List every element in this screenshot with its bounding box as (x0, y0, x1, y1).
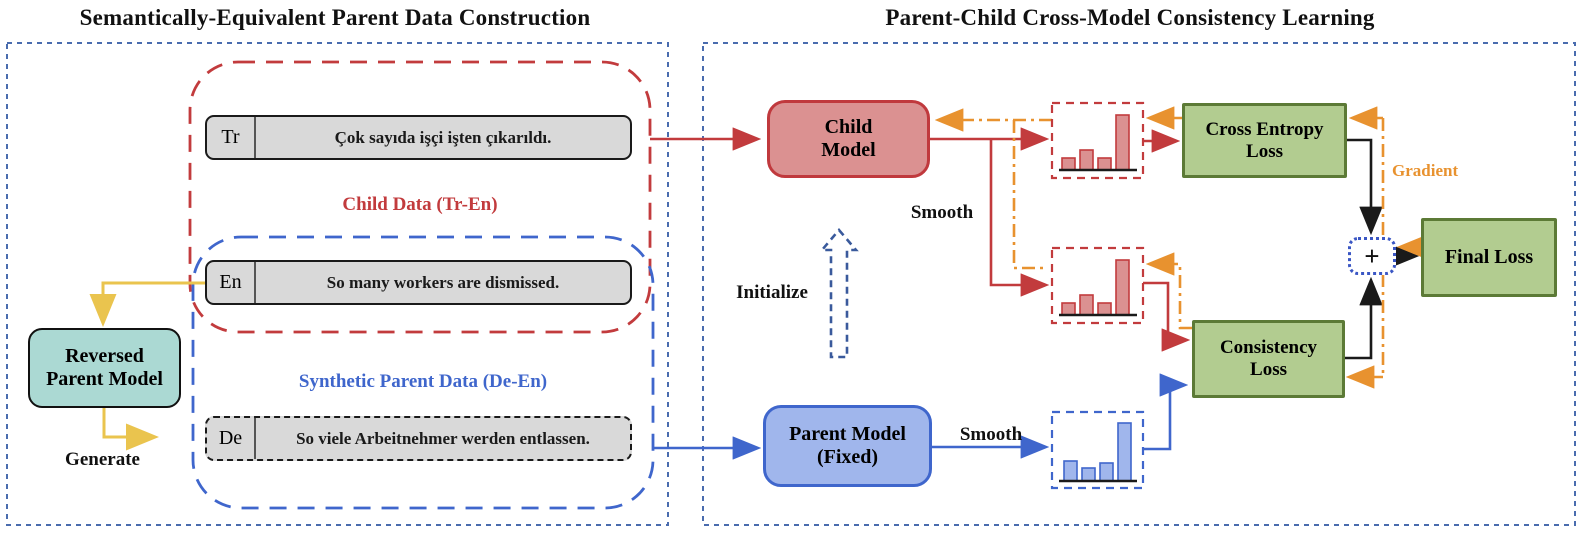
right-panel-title: Parent-Child Cross-Model Consistency Lea… (885, 5, 1375, 30)
reversed-model-to-de-arrow (102, 408, 159, 451)
dist2-to-consistency-arrow (1143, 281, 1191, 352)
tr-sentence-text: Çok sayıda işçi işten çıkarıldı. (334, 127, 552, 147)
synthetic-parent-data-label: Synthetic Parent Data (De-En) (298, 371, 548, 392)
sum-plus-node: + (1348, 237, 1396, 275)
gradient-flow-arrows (934, 106, 1426, 389)
parent-model-box: Parent Model (Fixed) (763, 405, 932, 487)
gradient-label: Gradient (1392, 161, 1459, 180)
child-data-label: Child Data (Tr-En) (342, 194, 498, 215)
cross-entropy-loss-box: Cross Entropy Loss (1182, 103, 1347, 178)
smooth-label-top: Smooth (910, 202, 974, 223)
en-language-tag: En (207, 262, 256, 303)
smooth-label-bottom: Smooth (959, 424, 1023, 445)
de-language-tag: De (207, 418, 256, 459)
final-loss-box: Final Loss (1421, 218, 1557, 297)
child-dist1-icon (1050, 101, 1145, 180)
child-data-group-frame (188, 60, 652, 334)
de-sentence-text: So viele Arbeitnehmer werden entlassen. (296, 428, 590, 448)
reversed-parent-model-box: Reversed Parent Model (28, 328, 181, 408)
child-source-sentence-row: Tr Çok sayıda işçi işten çıkarıldı. (205, 115, 632, 160)
tr-language-tag: Tr (207, 117, 256, 158)
child-model-to-dist2-arrow (989, 139, 1050, 297)
left-panel-title: Semantically-Equivalent Parent Data Cons… (79, 5, 591, 30)
cross-entropy-line1: Cross Entropy (1205, 118, 1324, 140)
parent-dist-icon (1050, 410, 1145, 490)
consistency-to-plus-arrow (1345, 276, 1383, 360)
reversed-parent-model-line1: Reversed (65, 345, 144, 367)
synthetic-parent-data-group-frame (191, 235, 655, 510)
child-model-line1: Child (824, 116, 873, 138)
consistency-line2: Loss (1250, 359, 1287, 380)
consistency-loss-box: Consistency Loss (1192, 320, 1345, 398)
synthetic-source-sentence-row: De So viele Arbeitnehmer werden entlasse… (205, 416, 632, 461)
parent-model-line1: Parent Model (789, 423, 906, 445)
consistency-line1: Consistency (1219, 337, 1318, 359)
child-target-sentence-row: En So many workers are dismissed. (205, 260, 632, 305)
parent-model-line2: (Fixed) (816, 446, 879, 468)
child-model-box: Child Model (767, 100, 930, 178)
left-panel-border (6, 42, 669, 526)
child-dist2-icon (1050, 246, 1145, 325)
child-model-line2: Model (821, 139, 876, 161)
dist3-to-consistency-arrow (1143, 373, 1189, 451)
en-sentence-text: So many workers are dismissed. (326, 272, 560, 292)
reversed-parent-model-line2: Parent Model (46, 368, 163, 390)
initialize-arrow (819, 227, 859, 359)
cross-entropy-to-plus-arrow (1347, 138, 1383, 236)
en-to-reversed-model-arrow (89, 281, 205, 327)
right-panel-border (702, 42, 1576, 526)
generate-label: Generate (65, 449, 140, 470)
initialize-label: Initialize (736, 282, 808, 303)
cross-entropy-line2: Loss (1246, 140, 1283, 162)
